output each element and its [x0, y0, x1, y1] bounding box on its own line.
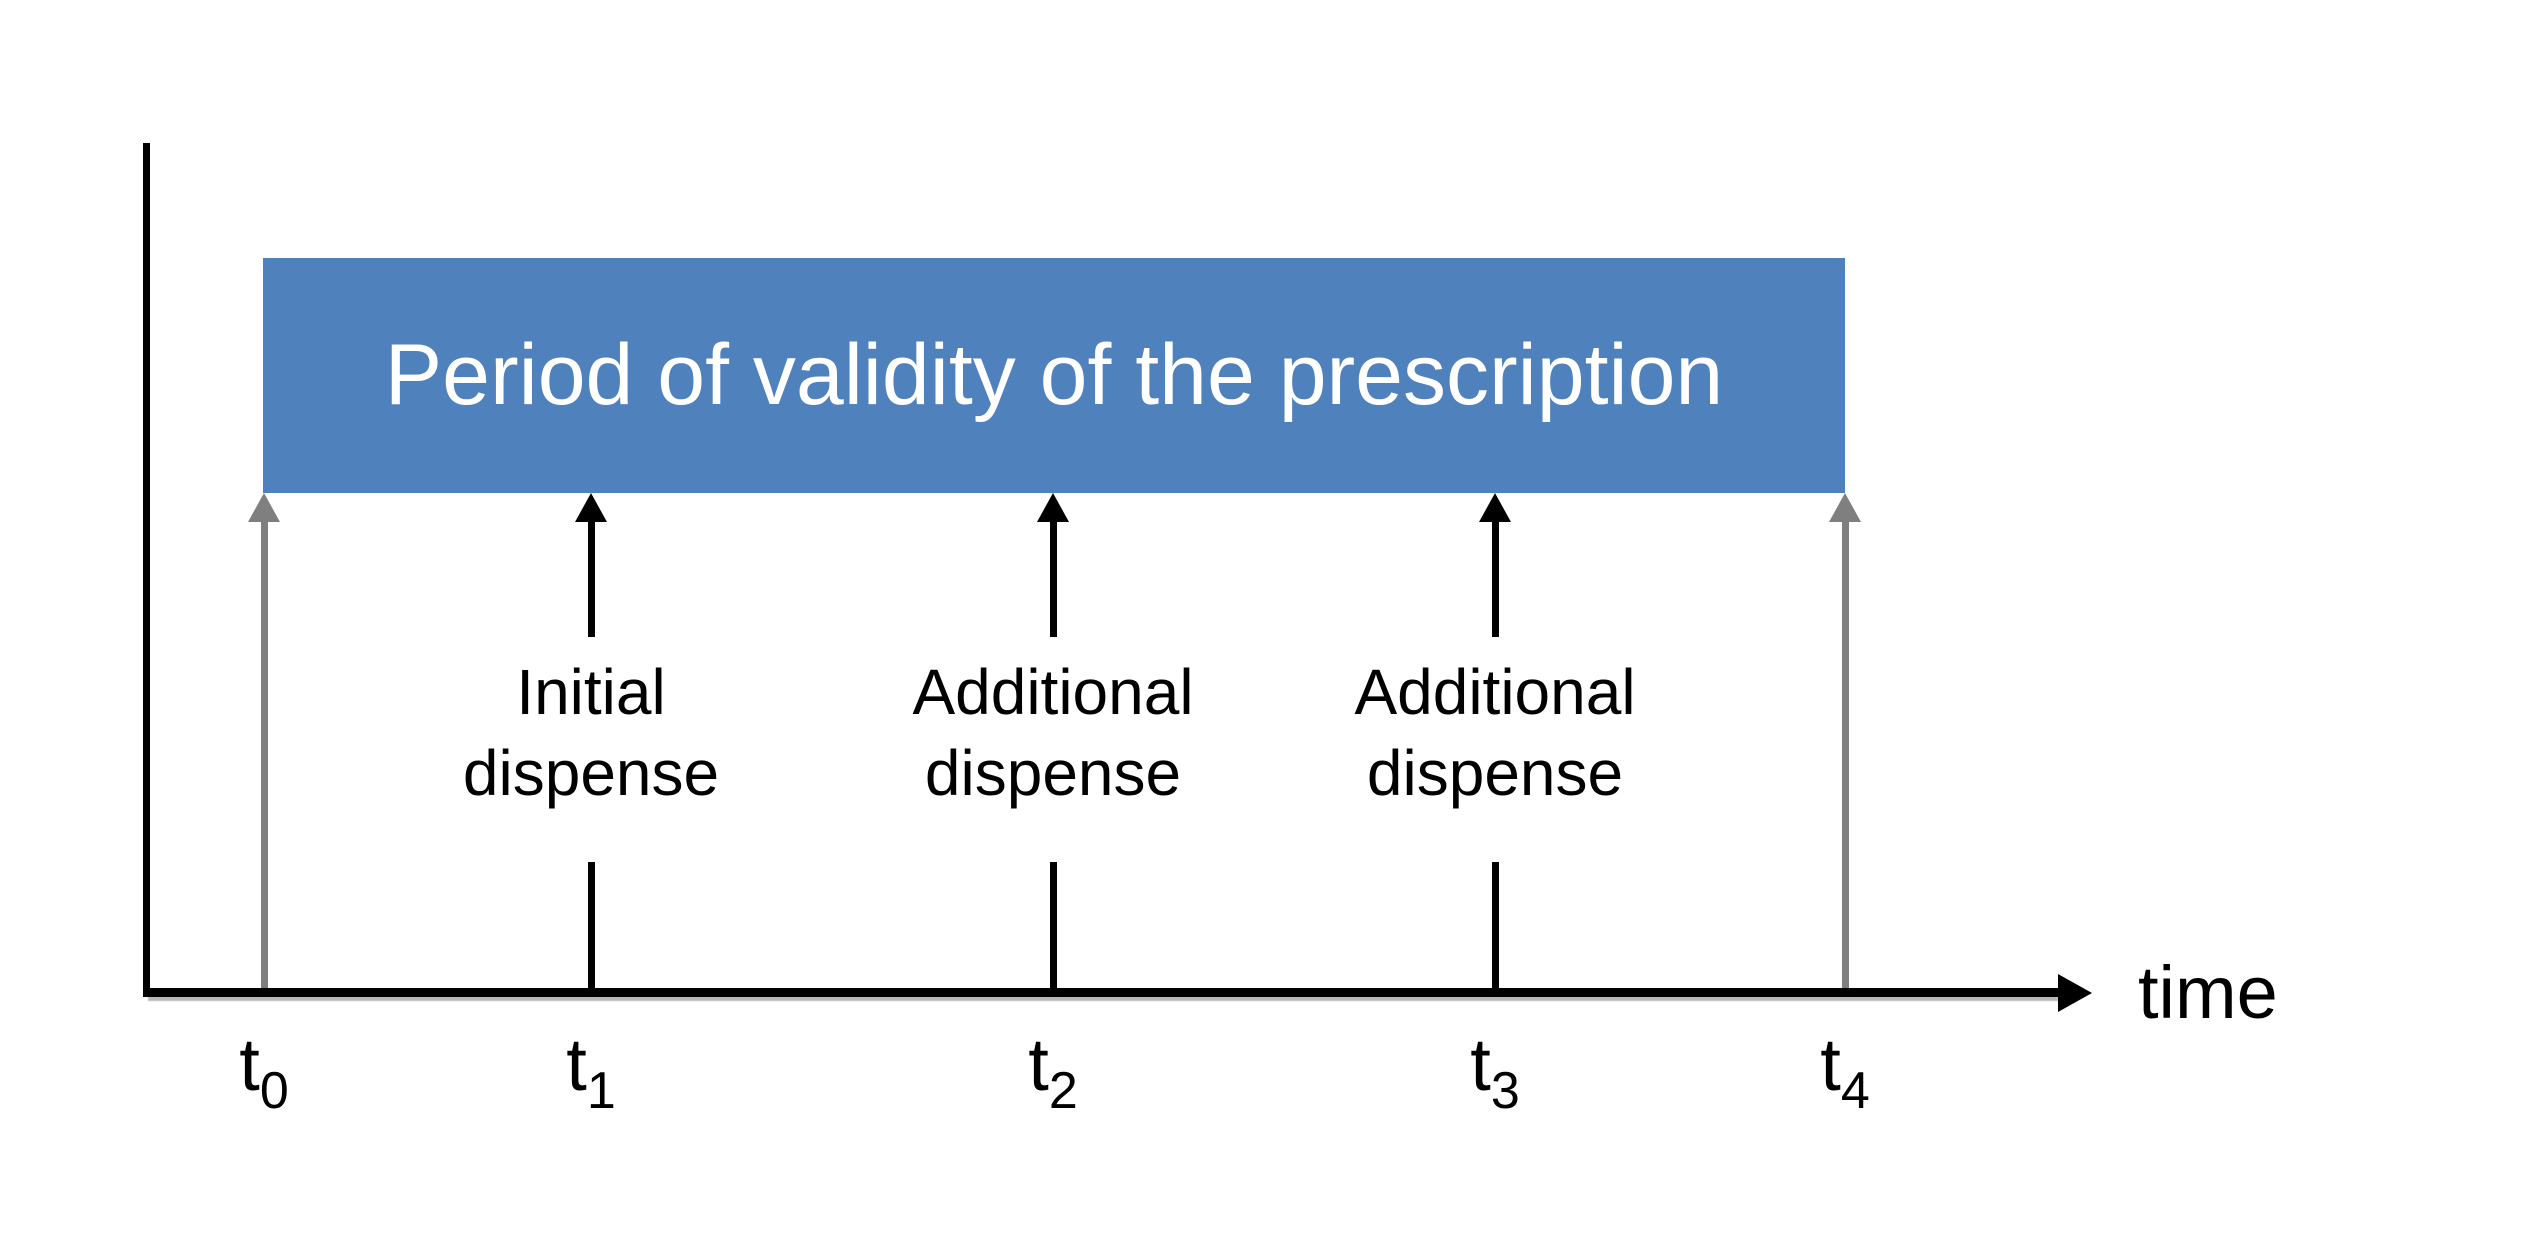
tick-subscript: 4	[1840, 1062, 1870, 1120]
tick-label-t3: t3	[1345, 1023, 1645, 1120]
dispense-label-line: dispense	[924, 737, 1182, 809]
tick-label-t0: t0	[114, 1023, 414, 1120]
tick-label-t4: t4	[1695, 1023, 1995, 1120]
dispense-label-line: Additional	[1354, 656, 1636, 728]
arrow-shaft	[1492, 518, 1499, 637]
validity-period-label: Period of validity of the prescription	[384, 327, 1724, 423]
up-arrowhead-icon	[1829, 493, 1861, 522]
tick-subscript: 3	[1490, 1062, 1520, 1120]
arrow-shaft	[1842, 518, 1849, 988]
tick-symbol: t	[566, 1023, 587, 1106]
tick-symbol: t	[1470, 1023, 1491, 1106]
up-arrowhead-icon	[248, 493, 280, 522]
time-axis-line	[143, 988, 2060, 997]
tick-symbol: t	[1028, 1023, 1049, 1106]
tick-label-t2: t2	[903, 1023, 1203, 1120]
tick-symbol: t	[239, 1023, 260, 1106]
up-arrowhead-icon	[1037, 493, 1069, 522]
tick-subscript: 2	[1048, 1062, 1078, 1120]
arrow-shaft	[1050, 862, 1057, 988]
dispense-label-line: dispense	[1366, 737, 1624, 809]
up-arrowhead-icon	[575, 493, 607, 522]
dispense-label-line: Initial	[516, 656, 666, 728]
y-axis-line	[143, 143, 150, 997]
arrow-shaft	[588, 862, 595, 988]
arrow-shaft	[1050, 518, 1057, 637]
tick-subscript: 0	[259, 1062, 289, 1120]
arrow-shaft	[1492, 862, 1499, 988]
tick-subscript: 1	[586, 1062, 616, 1120]
validity-period-band: Period of validity of the prescription	[263, 258, 1845, 493]
time-axis-label: time	[2138, 951, 2278, 1034]
dispense-label-line: dispense	[462, 737, 720, 809]
time-axis-arrowhead-icon	[2058, 974, 2092, 1012]
arrow-shaft	[261, 518, 268, 988]
dispense-label-line: Additional	[912, 656, 1194, 728]
tick-symbol: t	[1820, 1023, 1841, 1106]
up-arrowhead-icon	[1479, 493, 1511, 522]
dispense-label: Additional dispense	[753, 652, 1353, 814]
dispense-label: Initial dispense	[291, 652, 891, 814]
dispense-label: Additional dispense	[1195, 652, 1795, 814]
arrow-shaft	[588, 518, 595, 637]
tick-label-t1: t1	[441, 1023, 741, 1120]
